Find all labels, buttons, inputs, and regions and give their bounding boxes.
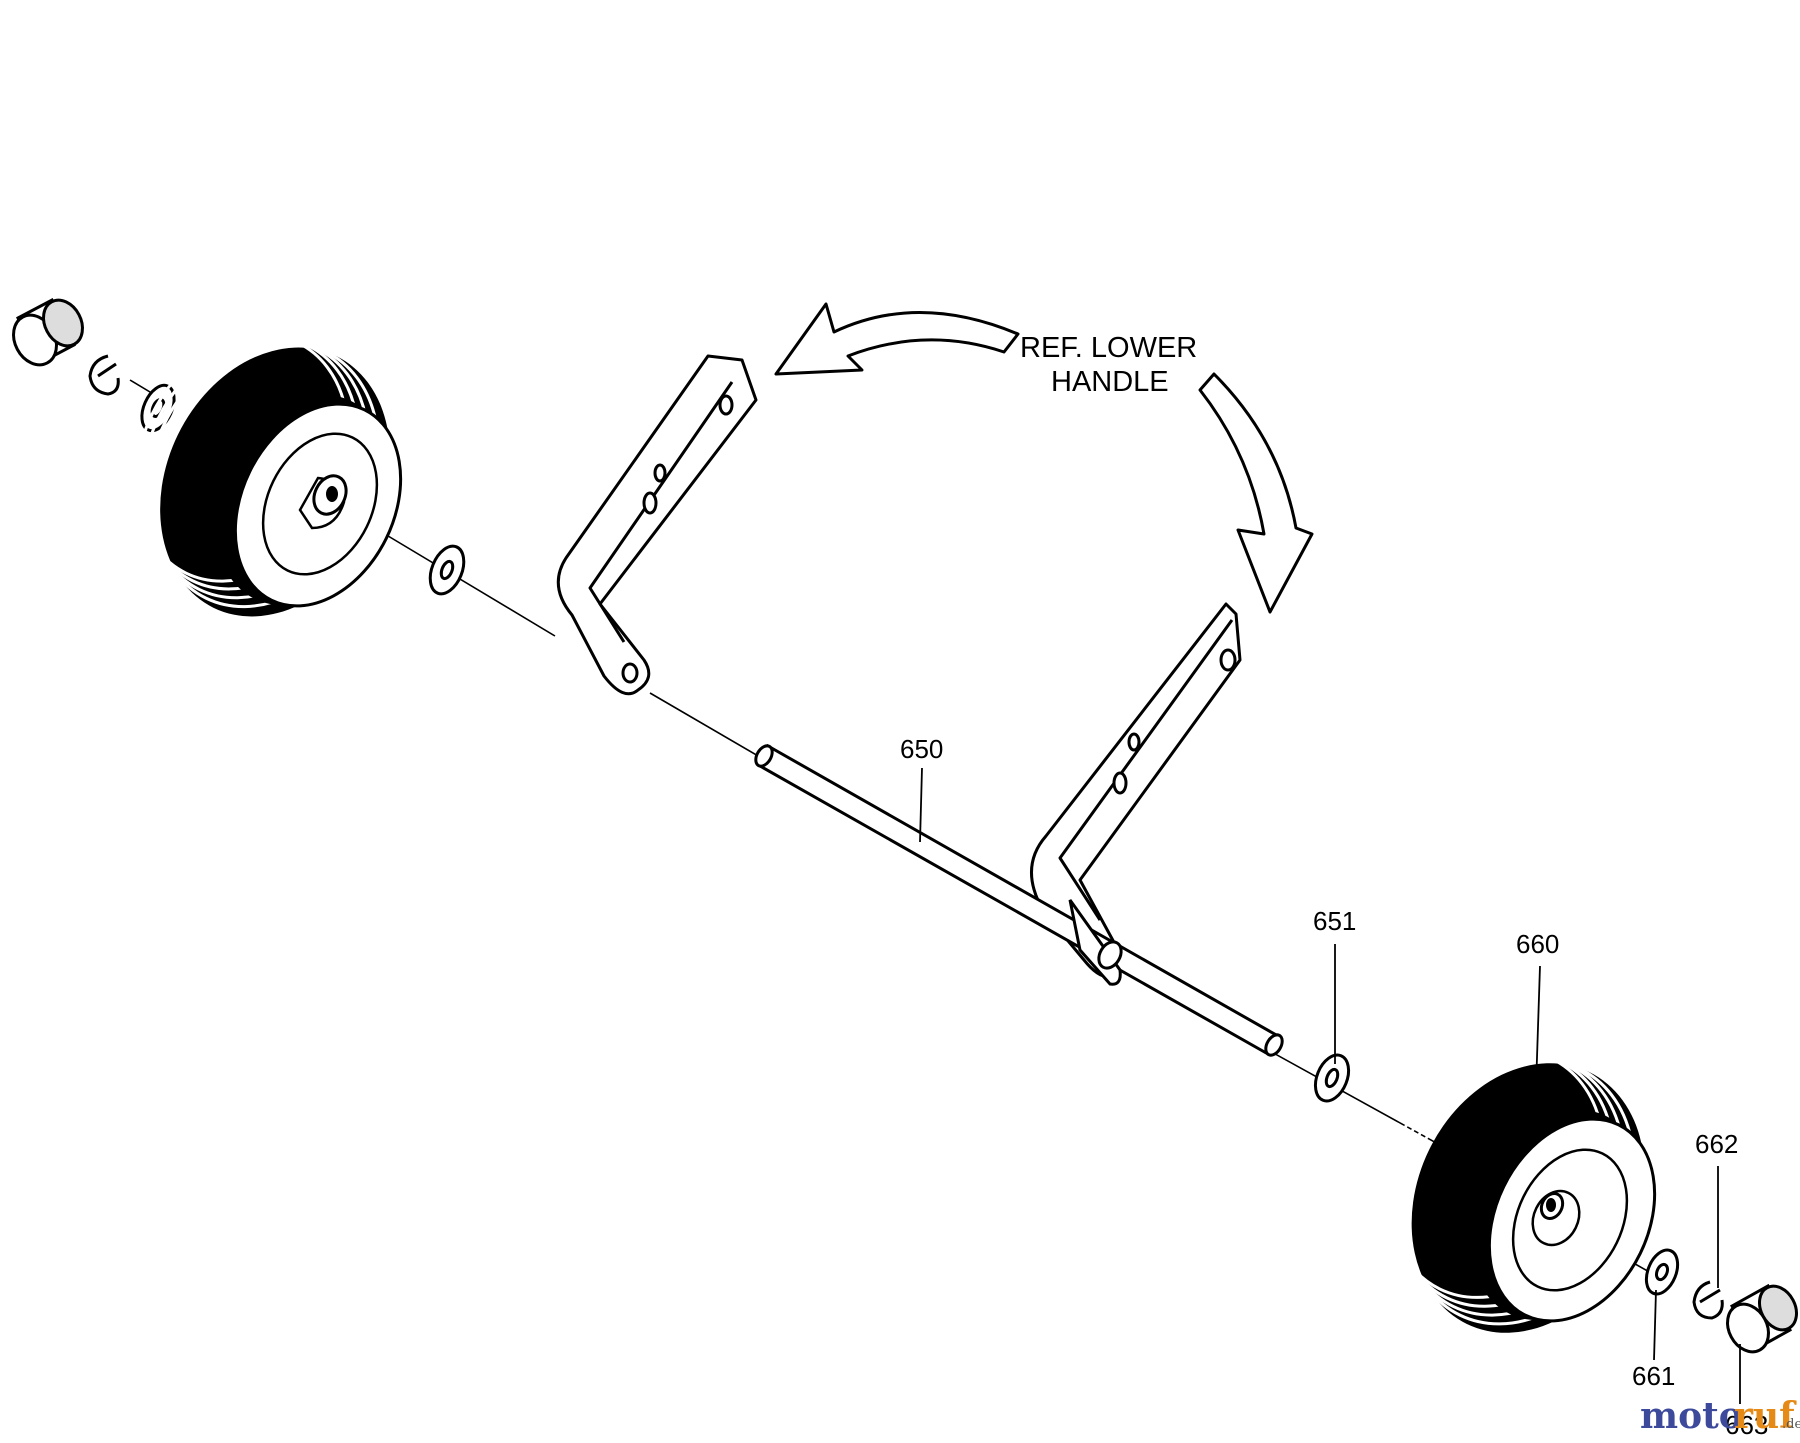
right-inner-washer bbox=[1313, 1053, 1351, 1103]
upper-reference-arrow bbox=[774, 302, 1020, 376]
callout-661: 661 bbox=[1632, 1361, 1675, 1391]
left-handle-bracket bbox=[556, 354, 758, 696]
right-bracket-foot bbox=[1068, 899, 1123, 986]
watermark-suffix: .de bbox=[1782, 1417, 1800, 1432]
watermark-part2: ruf bbox=[1734, 1395, 1797, 1437]
right-end-cap bbox=[1726, 1283, 1798, 1354]
axle-rod bbox=[754, 743, 1284, 1057]
callout-651: 651 bbox=[1313, 906, 1356, 936]
leader-lines bbox=[919, 767, 1741, 1404]
callout-662: 662 bbox=[1695, 1129, 1738, 1159]
watermark-part1: moto bbox=[1640, 1395, 1743, 1437]
left-inner-washer bbox=[428, 544, 466, 596]
lower-reference-arrow bbox=[1198, 372, 1314, 614]
left-hairpin-clip bbox=[88, 354, 120, 396]
ref-lower-handle-line2: HANDLE bbox=[1051, 366, 1169, 398]
right-hairpin-clip bbox=[1692, 1280, 1724, 1320]
watermark-logo: moto ruf .de bbox=[1640, 1395, 1800, 1437]
left-end-cap bbox=[12, 297, 84, 367]
right-outer-washer bbox=[1644, 1248, 1680, 1296]
right-handle-bracket bbox=[1030, 602, 1242, 979]
callout-650: 650 bbox=[900, 734, 943, 764]
callout-663: 663 bbox=[1725, 1410, 1768, 1440]
callout-660: 660 bbox=[1516, 929, 1559, 959]
left-wheel bbox=[134, 333, 403, 617]
right-wheel bbox=[1387, 1049, 1657, 1333]
ref-lower-handle-line1: REF. LOWER bbox=[1020, 332, 1197, 364]
